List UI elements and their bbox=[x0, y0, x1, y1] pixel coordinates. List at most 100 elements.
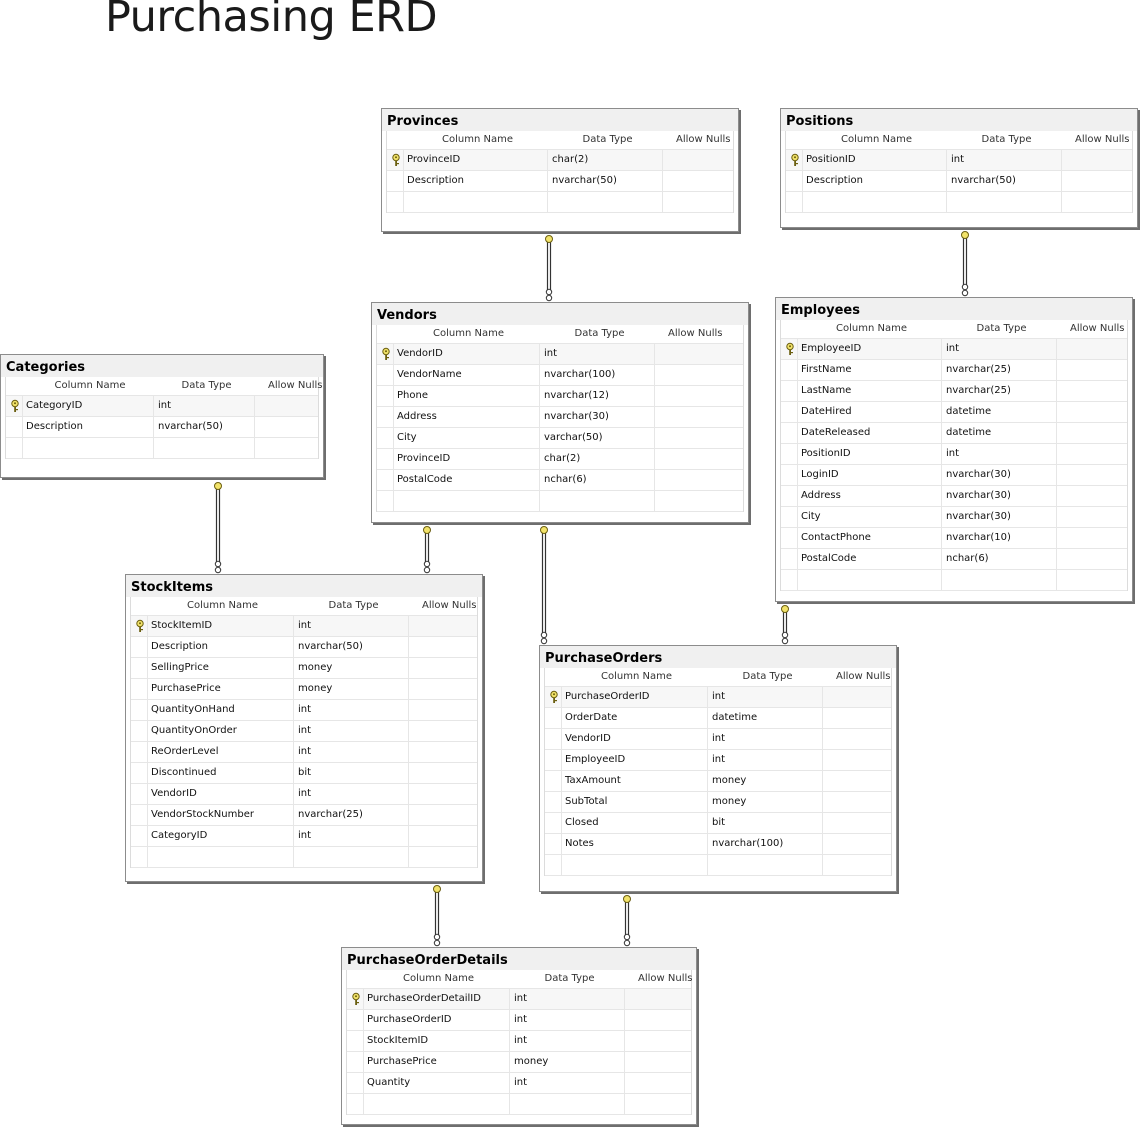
table-title[interactable]: Vendors bbox=[372, 303, 748, 325]
table-title[interactable]: Positions bbox=[781, 109, 1137, 131]
column-data-type: nvarchar(50) bbox=[951, 175, 1016, 186]
row-selector bbox=[131, 637, 147, 657]
column-name: StockItemID bbox=[151, 620, 213, 631]
column-data-type: datetime bbox=[712, 712, 758, 723]
column-name: ReOrderLevel bbox=[151, 746, 219, 757]
row-selector bbox=[781, 381, 797, 401]
header-allow-nulls: Allow Nulls bbox=[676, 134, 731, 145]
row-selector bbox=[377, 449, 393, 469]
categories-stockitems-link[interactable] bbox=[214, 482, 222, 574]
table-title[interactable]: PurchaseOrderDetails bbox=[342, 948, 696, 970]
many-end-infinity-icon bbox=[545, 294, 553, 302]
table-title[interactable]: StockItems bbox=[126, 575, 482, 597]
column-name: PostalCode bbox=[801, 553, 857, 564]
empty-row[interactable] bbox=[387, 191, 733, 212]
empty-row[interactable] bbox=[377, 490, 743, 511]
stockitems-details-link[interactable] bbox=[433, 885, 441, 947]
vendors-purchaseorders-link[interactable] bbox=[540, 526, 548, 645]
empty-row[interactable] bbox=[6, 437, 318, 458]
grid-divider bbox=[707, 686, 708, 876]
empty-row[interactable] bbox=[781, 569, 1127, 590]
header-data-type: Data Type bbox=[976, 323, 1027, 334]
row-selector bbox=[377, 386, 393, 406]
table-title[interactable]: Employees bbox=[776, 298, 1132, 320]
table-title[interactable]: Categories bbox=[1, 355, 323, 377]
employees-purchaseorders-link[interactable] bbox=[781, 605, 789, 645]
primary-key-icon bbox=[6, 396, 22, 416]
empty-row[interactable] bbox=[786, 191, 1132, 212]
table-title[interactable]: Provinces bbox=[382, 109, 738, 131]
provinces-vendors-link[interactable] bbox=[545, 235, 553, 302]
purchaseorders-details-link[interactable] bbox=[623, 895, 631, 947]
grid-bottom bbox=[387, 212, 733, 213]
many-end-infinity-icon bbox=[623, 939, 631, 947]
table-title[interactable]: PurchaseOrders bbox=[540, 646, 896, 668]
column-name: FirstName bbox=[801, 364, 852, 375]
vendors-stockitems-link[interactable] bbox=[423, 526, 431, 574]
empty-row[interactable] bbox=[545, 854, 891, 875]
row-selector bbox=[377, 365, 393, 385]
positions-employees-link[interactable] bbox=[961, 231, 969, 297]
empty-row[interactable] bbox=[347, 1093, 691, 1114]
empty-row[interactable] bbox=[131, 846, 477, 867]
row-selector bbox=[131, 679, 147, 699]
